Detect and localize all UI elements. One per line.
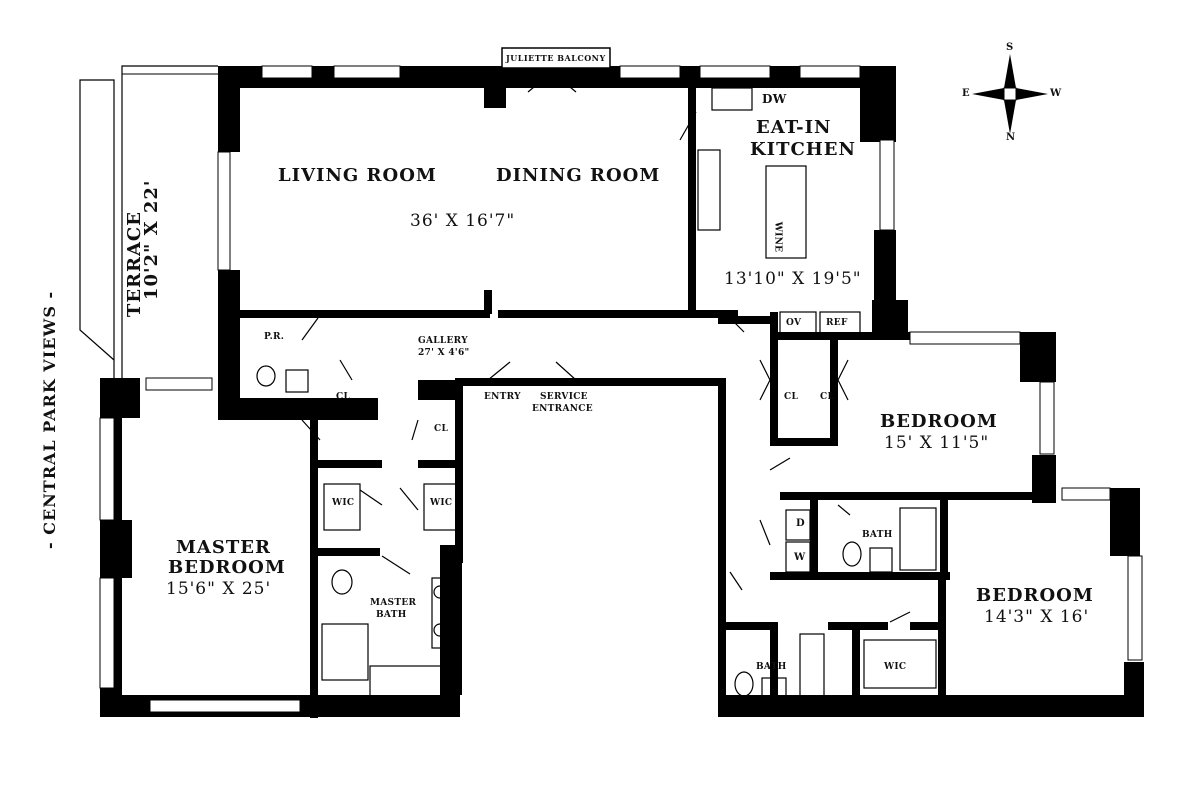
living-room-label: LIVING ROOM: [278, 165, 437, 186]
wic-label-1: WIC: [332, 498, 355, 508]
bedroom1-dims: 15' X 11'5": [884, 433, 990, 453]
dishwasher-label: DW: [762, 92, 787, 106]
service-entrance-line1: SERVICE: [540, 392, 588, 402]
gallery-dims: 27' X 4'6": [418, 348, 470, 358]
wine-label: WINE: [772, 221, 783, 253]
fixtures: [256, 87, 937, 705]
compass-s: S: [1006, 42, 1014, 53]
powder-room-label: P.R.: [264, 332, 285, 342]
master-bedroom-dims: 15'6" X 25': [166, 579, 272, 599]
compass-n: N: [1006, 132, 1016, 143]
compass-icon: [972, 54, 1048, 134]
oven-label: OV: [786, 318, 802, 328]
juliette-balcony-label: JULIETTE BALCONY: [506, 53, 606, 63]
entry-label: ENTRY: [484, 392, 521, 402]
kitchen-dims: 13'10" X 19'5": [724, 269, 862, 289]
fridge-label: REF: [826, 318, 848, 328]
bedroom2-dims: 14'3" X 16': [984, 607, 1090, 627]
master-bath-line1: MASTER: [370, 598, 417, 608]
windows: [99, 65, 1143, 713]
door-swings: [301, 71, 911, 623]
bedroom1-name: BEDROOM: [880, 411, 998, 432]
closet-label-b2: CL: [820, 392, 835, 402]
compass-e: E: [962, 88, 971, 99]
wic-label-3: WIC: [884, 662, 907, 672]
closet-label-b1: CL: [784, 392, 799, 402]
dining-room-label: DINING ROOM: [496, 165, 661, 186]
closet-label-gallery: CL: [434, 424, 449, 434]
wic-label-2: WIC: [430, 498, 453, 508]
bath-label-2: BATH: [756, 662, 787, 672]
washer-label: W: [794, 552, 806, 563]
dryer-label: D: [796, 518, 805, 529]
terrace-dims: 10'2" X 22': [140, 179, 162, 301]
kitchen-name-line1: EAT-IN: [756, 117, 832, 138]
gallery-name: GALLERY: [418, 336, 468, 346]
master-bedroom-line2: BEDROOM: [168, 557, 286, 578]
compass-w: W: [1050, 88, 1062, 99]
closet-label-pr: CL: [336, 392, 351, 402]
terrace-outline: [79, 65, 218, 378]
service-entrance-line2: ENTRANCE: [532, 404, 593, 414]
kitchen-name-line2: KITCHEN: [750, 139, 856, 160]
bath-label-1: BATH: [862, 530, 893, 540]
master-bedroom-line1: MASTER: [176, 537, 271, 558]
master-bath-line2: BATH: [376, 610, 407, 620]
juliette-balcony-box: [501, 47, 611, 69]
central-park-views-label: - CENTRAL PARK VIEWS -: [40, 290, 60, 549]
living-dining-dims: 36' X 16'7": [410, 211, 516, 231]
bedroom2-name: BEDROOM: [976, 585, 1094, 606]
